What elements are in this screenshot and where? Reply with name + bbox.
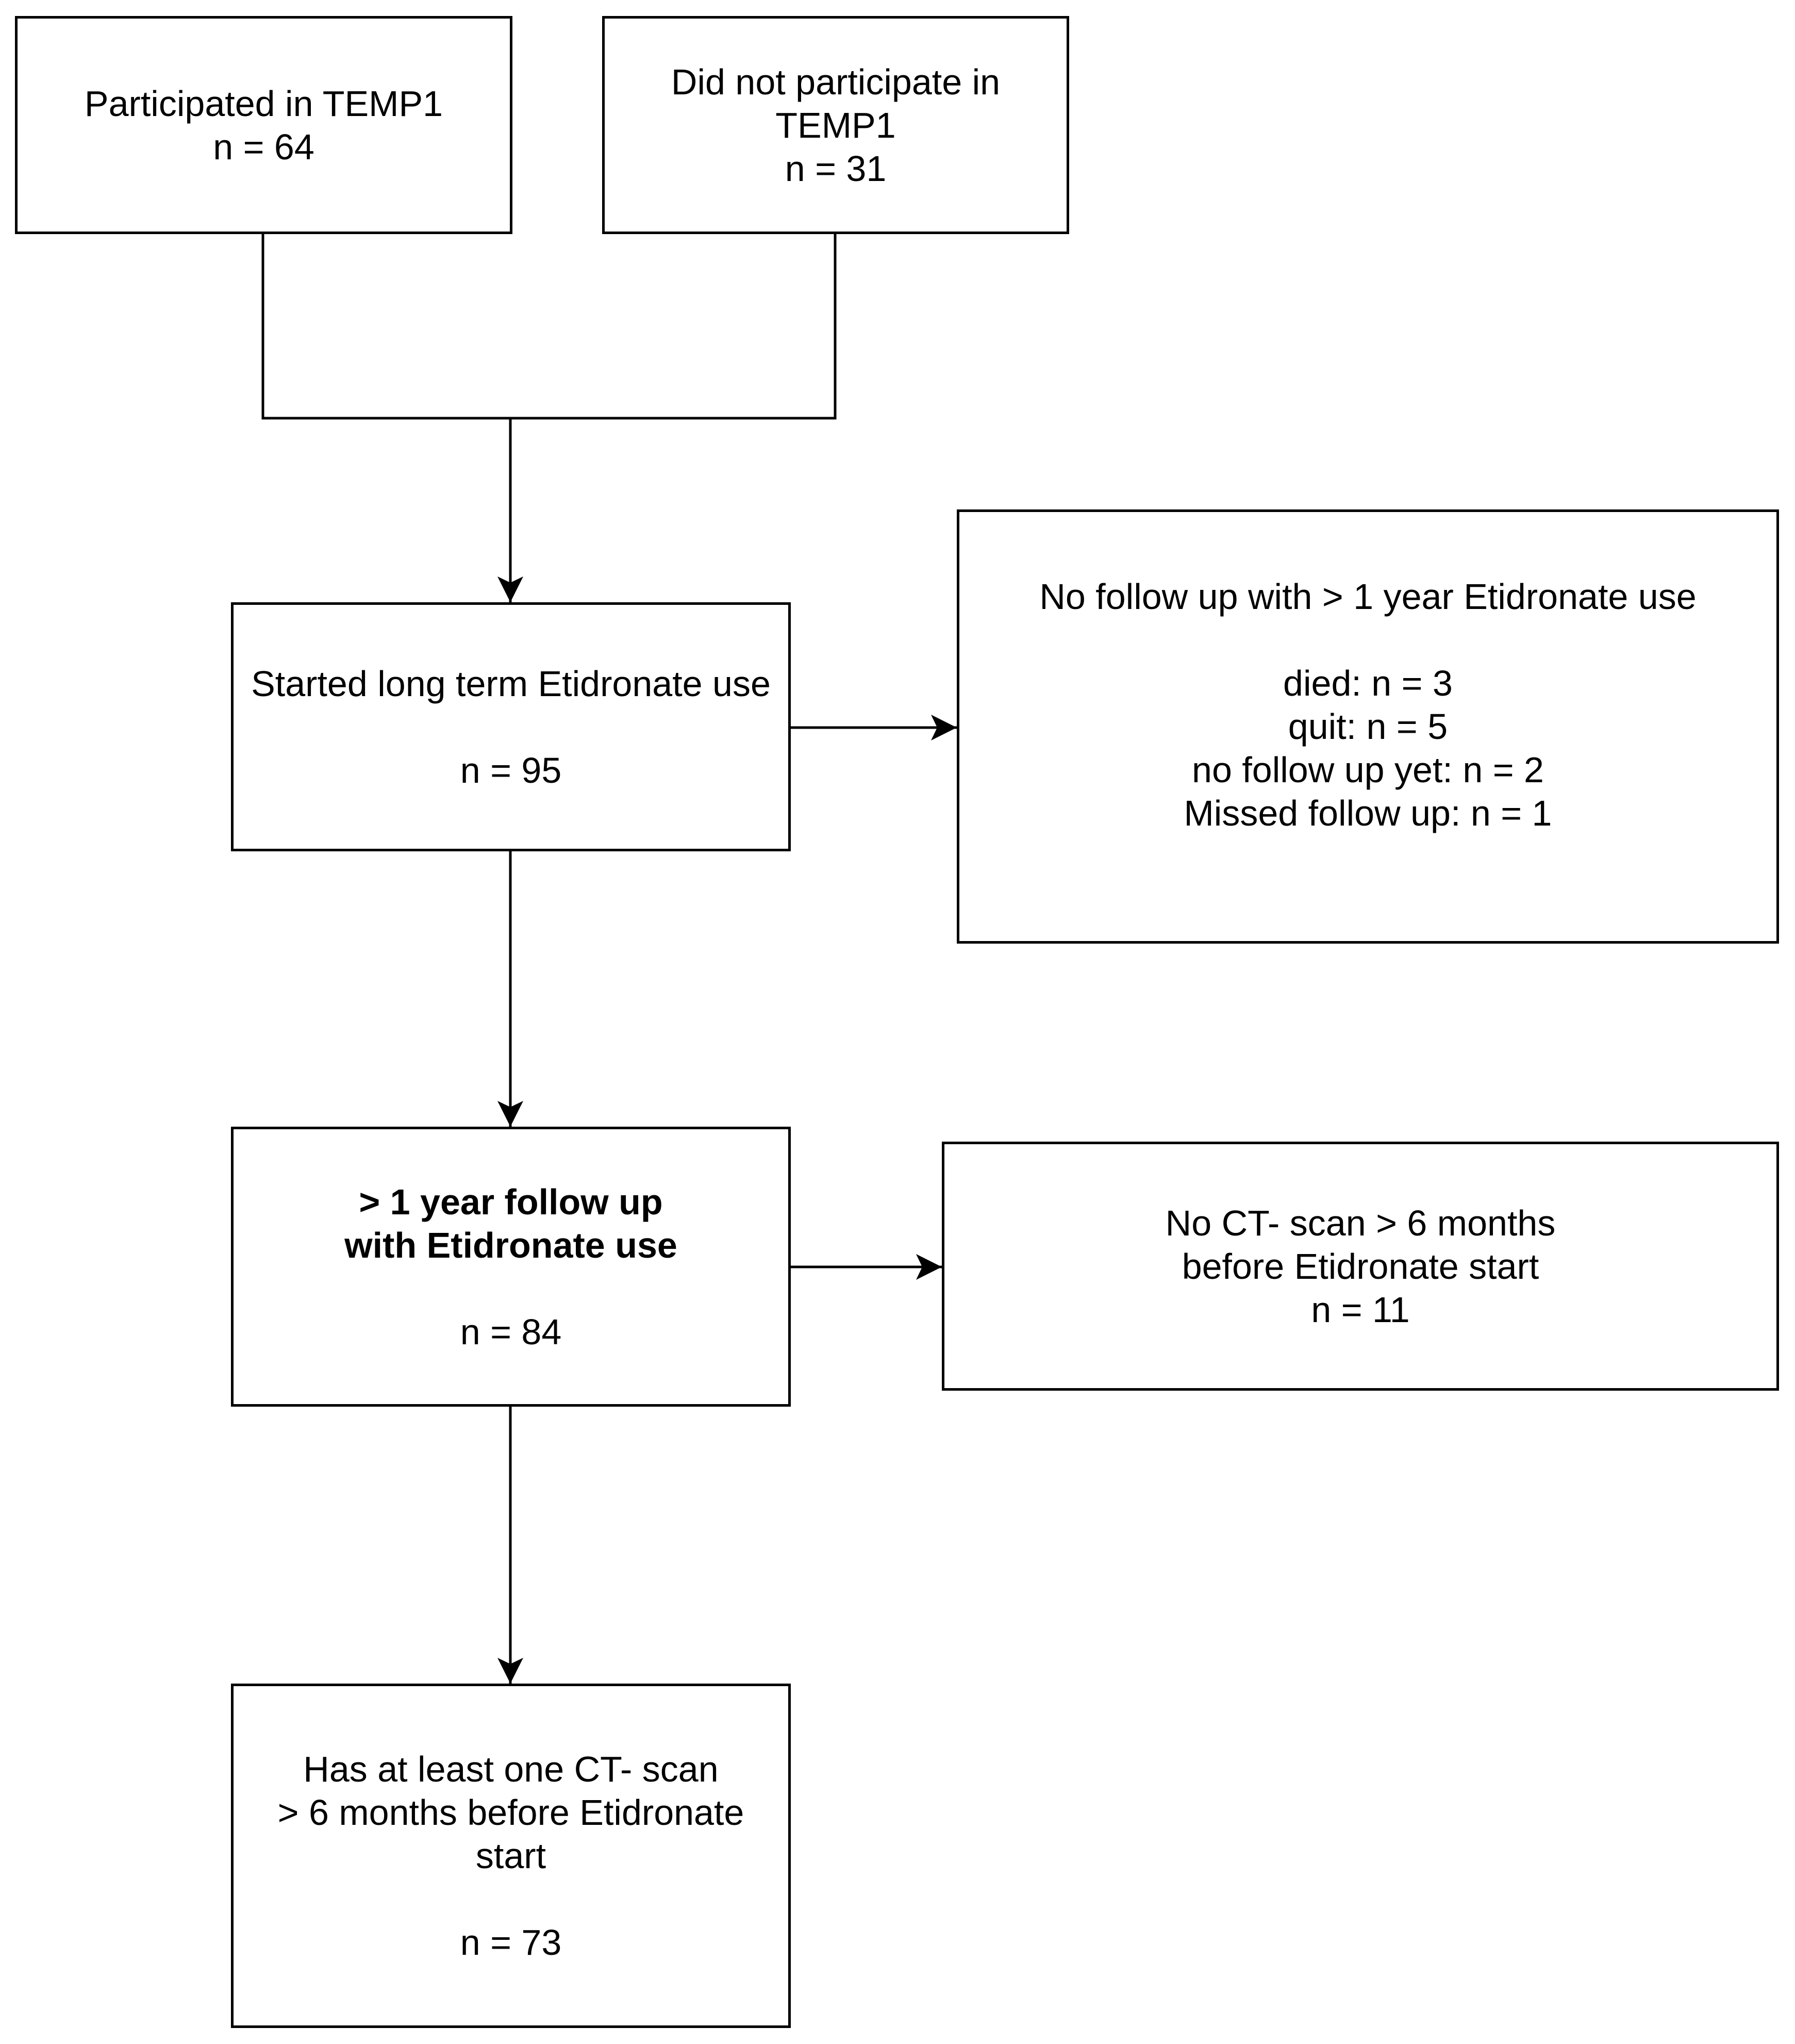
not-participated-count: n = 31 <box>785 148 887 189</box>
followup-year-count: n = 84 <box>460 1311 562 1352</box>
followup-year-title-line-1: > 1 year follow up <box>359 1181 663 1222</box>
started-count: n = 95 <box>460 750 562 790</box>
arrowhead-to-no-follow-up <box>931 715 957 740</box>
not-participated-label-line-2: TEMP1 <box>775 105 896 145</box>
not-participated-box: Did not participate in TEMP1 n = 31 <box>602 16 1069 234</box>
no-ct-scan-count: n = 11 <box>1311 1289 1410 1330</box>
arrowhead-to-has-ct-scan <box>497 1658 523 1684</box>
arrowhead-to-started <box>497 576 523 602</box>
has-ct-scan-count: n = 73 <box>460 1922 562 1963</box>
has-ct-scan-title-line-2: > 6 months before Etidronate <box>277 1792 744 1833</box>
followup-year-box: > 1 year follow up with Etidronate use n… <box>231 1127 791 1407</box>
has-ct-scan-title-line-1: Has at least one CT- scan <box>303 1749 719 1789</box>
no-ct-scan-line-1: No CT- scan > 6 months <box>1165 1202 1556 1243</box>
no-follow-up-reason-quit: quit: n = 5 <box>1288 706 1448 747</box>
merge-connector <box>261 234 837 420</box>
started-etidronate-box: Started long term Etidronate use n = 95 <box>231 602 791 851</box>
followup-year-title-line-2: with Etidronate use <box>344 1225 677 1265</box>
no-ct-scan-box: No CT- scan > 6 months before Etidronate… <box>942 1142 1779 1391</box>
not-participated-label-line-1: Did not participate in <box>671 61 1001 102</box>
participated-box: Participated in TEMP1 n = 64 <box>15 16 512 234</box>
participated-count: n = 64 <box>213 126 314 167</box>
no-follow-up-box: No follow up with > 1 year Etidronate us… <box>957 509 1779 944</box>
no-follow-up-title: No follow up with > 1 year Etidronate us… <box>1039 576 1697 617</box>
has-ct-scan-box: Has at least one CT- scan > 6 months bef… <box>231 1684 791 2028</box>
participated-label: Participated in TEMP1 <box>84 83 443 124</box>
started-title: Started long term Etidronate use <box>251 663 771 704</box>
no-follow-up-reason-missed: Missed follow up: n = 1 <box>1184 793 1552 833</box>
no-follow-up-reason-died: died: n = 3 <box>1283 663 1453 703</box>
no-ct-scan-line-2: before Etidronate start <box>1182 1246 1539 1287</box>
has-ct-scan-title-line-3: start <box>475 1836 546 1876</box>
arrowhead-to-no-ct-scan <box>916 1254 942 1280</box>
no-follow-up-reason-not-yet: no follow up yet: n = 2 <box>1192 750 1544 790</box>
arrowhead-to-followup-year <box>497 1101 523 1127</box>
